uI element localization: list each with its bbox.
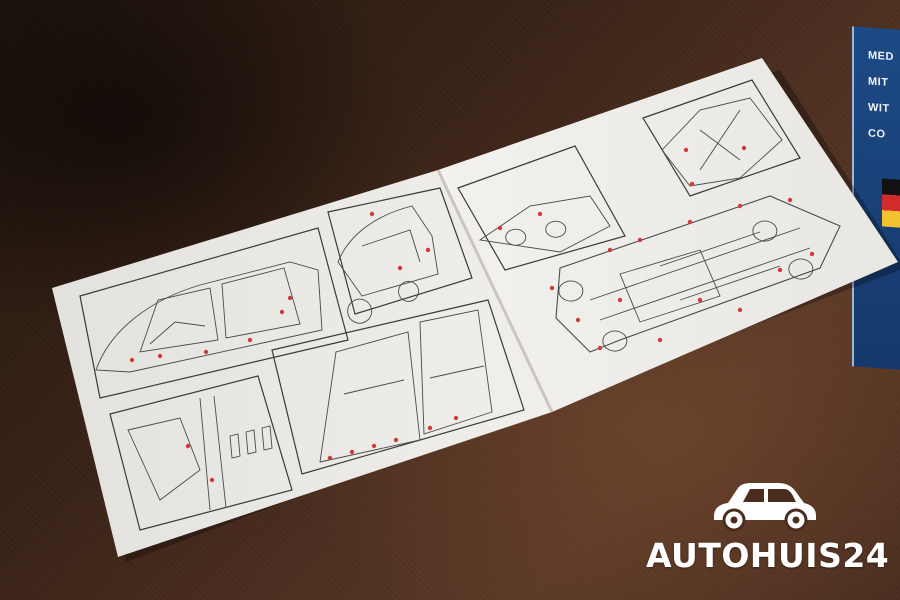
diagram-panels bbox=[79, 79, 801, 531]
panel-engine-bay bbox=[457, 145, 626, 271]
center-fold bbox=[436, 169, 554, 413]
car-icon bbox=[714, 483, 816, 532]
red-inspection-markers bbox=[129, 145, 815, 483]
right-page bbox=[438, 58, 898, 412]
panel-interior-pillar bbox=[109, 375, 293, 531]
panel-rear-frame bbox=[642, 79, 801, 197]
panel-car-side-interior bbox=[79, 227, 349, 399]
watermark-text: AUTOHUIS24 bbox=[646, 536, 890, 575]
autohuis24-watermark: AUTOHUIS24 bbox=[646, 478, 890, 578]
left-page bbox=[52, 170, 552, 557]
panel-car-rear-hatch bbox=[327, 187, 473, 315]
panel-doors bbox=[271, 299, 525, 475]
diagram-linework bbox=[95, 97, 841, 511]
